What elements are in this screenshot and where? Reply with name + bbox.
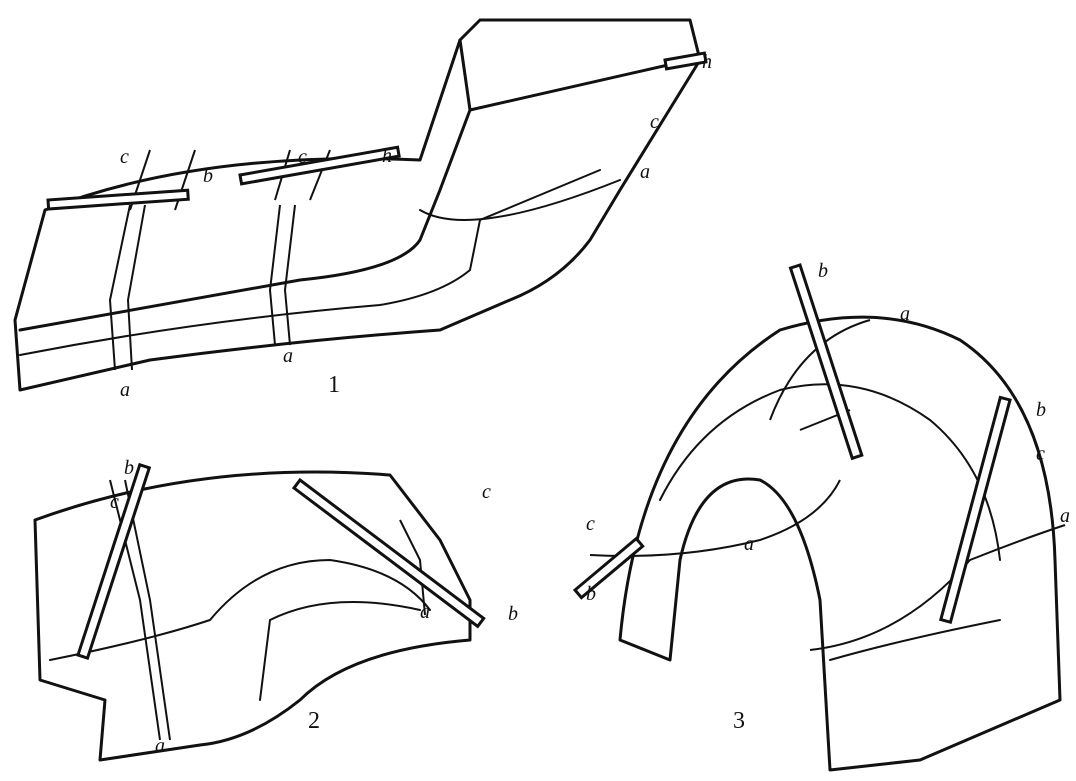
label-b: b — [818, 260, 828, 282]
figure-number-2: 2 — [308, 708, 320, 734]
label-a: a — [744, 533, 754, 555]
label-b: b — [1036, 399, 1046, 421]
label-c: c — [110, 491, 119, 513]
label-c: c — [650, 111, 659, 133]
label-c: c — [482, 481, 491, 503]
label-a: a — [120, 379, 130, 401]
label-c: c — [586, 513, 595, 535]
label-a: a — [640, 161, 650, 183]
figure-1-drawing — [13, 18, 708, 392]
label-b: b — [508, 603, 518, 625]
label-a: a — [900, 303, 910, 325]
label-c: c — [120, 146, 129, 168]
figure-2-drawing — [33, 462, 486, 762]
label-h: h — [702, 51, 712, 73]
figure-3-drawing — [572, 263, 1066, 772]
label-a: a — [420, 601, 430, 623]
figure-number-1: 1 — [328, 372, 340, 398]
label-h: h — [382, 145, 392, 167]
label-b: b — [203, 165, 213, 187]
figure-number-3: 3 — [733, 708, 745, 734]
label-a: a — [283, 345, 293, 367]
label-b: b — [586, 583, 596, 605]
label-c: c — [1036, 443, 1045, 465]
label-c: c — [298, 146, 307, 168]
label-b: b — [124, 457, 134, 479]
label-a: a — [1060, 505, 1070, 527]
label-a: a — [155, 735, 165, 757]
